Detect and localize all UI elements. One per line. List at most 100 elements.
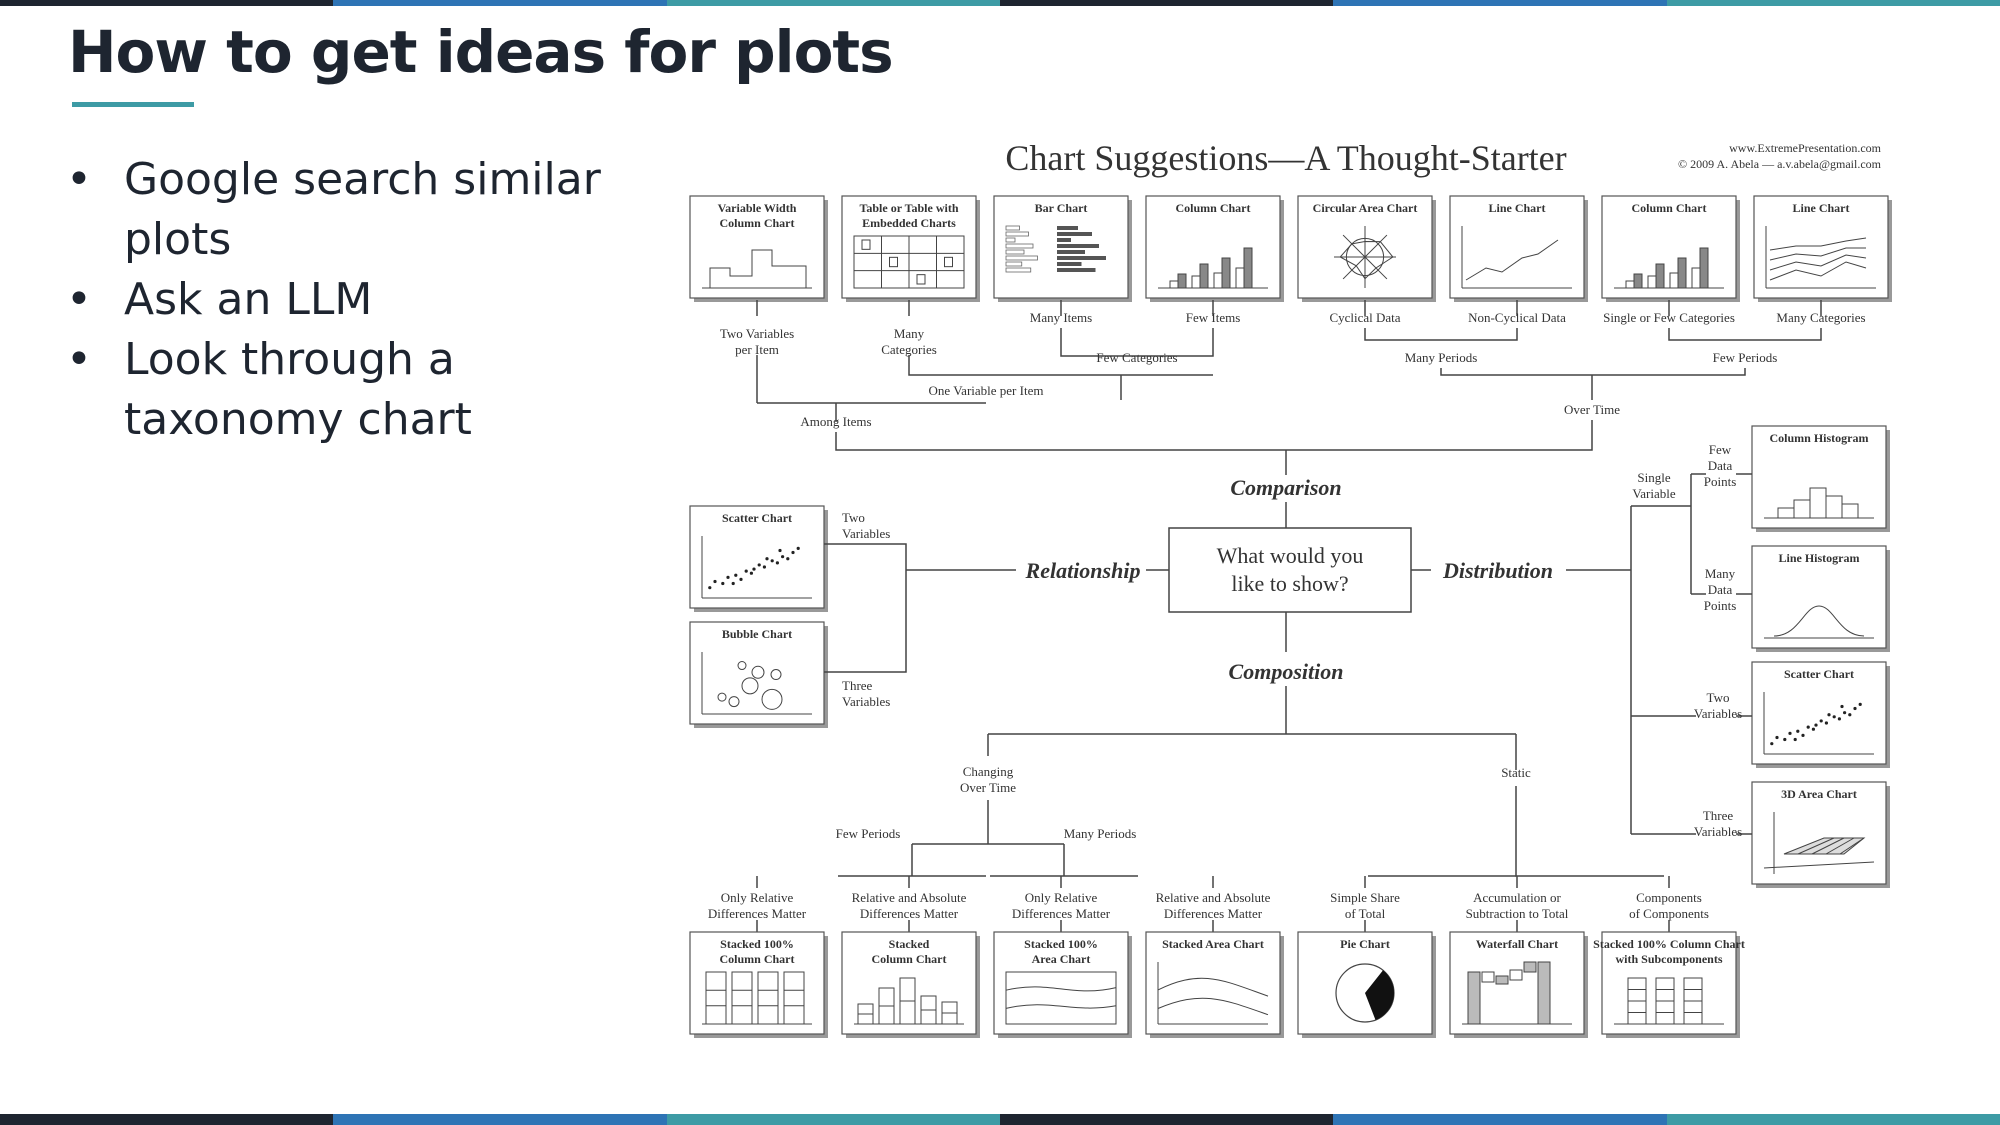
chart-thumbnail-title: 3D Area Chart — [1781, 787, 1857, 801]
branch-label: Few Items — [1186, 310, 1241, 325]
branch-label: Few Periods — [1713, 350, 1778, 365]
chart-thumbnail-title: Line Chart — [1489, 201, 1546, 215]
chart-thumbnail: Column Histogram — [1751, 425, 1890, 532]
diagram-copyright: © 2009 A. Abela — a.v.abela@gmail.com — [1678, 157, 1882, 171]
category-distribution: Distribution — [1442, 558, 1553, 583]
chart-thumbnail: Scatter Chart — [1751, 661, 1890, 768]
category-composition: Composition — [1229, 659, 1344, 684]
chart-thumbnail: Scatter Chart — [689, 505, 828, 612]
branch-label: Cyclical Data — [1329, 310, 1400, 325]
bullet-item: •Ask an LLM — [62, 270, 662, 330]
branch-label: Many Periods — [1064, 826, 1137, 841]
chart-thumbnail-title: Column Chart — [1175, 201, 1250, 215]
chart-thumbnail-title: Circular Area Chart — [1313, 201, 1418, 215]
chart-thumbnail-title: Stacked Area Chart — [1162, 937, 1264, 951]
table-embedded-icon — [853, 235, 965, 289]
branch-label: Few Categories — [1096, 350, 1177, 365]
bullet-list: •Google search similar plots •Ask an LLM… — [62, 150, 662, 450]
branch-label: Among Items — [800, 414, 871, 429]
chart-thumbnail: Stacked Area Chart — [1145, 931, 1284, 1038]
branch-label: Static — [1501, 765, 1531, 780]
chart-thumbnail: Line Chart — [1449, 195, 1588, 302]
branch-label: Few Periods — [836, 826, 901, 841]
3d-area-chart-icon — [1763, 812, 1875, 874]
chart-thumbnail-title: Scatter Chart — [722, 511, 792, 525]
bullet-dot-icon: • — [66, 154, 92, 205]
chart-thumbnail: 3D Area Chart — [1751, 781, 1890, 888]
stacked-100-area-icon — [1005, 971, 1117, 1025]
chart-thumbnail-title: Stacked 100%Column Chart — [719, 937, 794, 966]
chart-thumbnail: Line Chart — [1753, 195, 1892, 302]
bullet-item: •Look through a taxonomy chart — [62, 330, 662, 450]
stacked-subcomponents-icon — [1614, 977, 1724, 1025]
chart-thumbnail-title: Waterfall Chart — [1476, 937, 1558, 951]
chart-thumbnail: Circular Area Chart — [1297, 195, 1436, 302]
chart-thumbnail: Stacked 100%Column Chart — [689, 931, 828, 1038]
slide-title: How to get ideas for plots — [68, 18, 894, 86]
line-chart-icon — [1461, 226, 1572, 289]
chart-thumbnail: Line Histogram — [1751, 545, 1890, 652]
chart-thumbnail: Column Chart — [1145, 195, 1284, 302]
branch-label: Single or Few Categories — [1603, 310, 1735, 325]
chart-thumbnail-title: Column Chart — [1631, 201, 1706, 215]
chart-suggestions-diagram: Chart Suggestions—A Thought-Starter www.E… — [689, 138, 1892, 1038]
bullet-dot-icon: • — [66, 274, 92, 325]
branch-label: Many Categories — [1776, 310, 1865, 325]
scatter-chart-icon — [1763, 692, 1874, 755]
chart-thumbnail: Bar Chart — [993, 195, 1132, 302]
bullet-dot-icon: • — [66, 334, 92, 385]
chart-thumbnail: Column Chart — [1601, 195, 1740, 302]
multi-line-chart-icon — [1765, 226, 1876, 289]
chart-thumbnail: Waterfall Chart — [1449, 931, 1588, 1038]
scatter-chart-icon — [701, 536, 812, 599]
chart-thumbnail-title: Line Chart — [1793, 201, 1850, 215]
chart-thumbnail-title: Bubble Chart — [722, 627, 792, 641]
chart-thumbnail-title: Stacked 100%Area Chart — [1024, 937, 1098, 966]
branch-label: Many Periods — [1405, 350, 1478, 365]
chart-thumbnail-title: Bar Chart — [1035, 201, 1088, 215]
column-histogram-icon — [1764, 487, 1874, 519]
category-relationship: Relationship — [1025, 558, 1141, 583]
branch-label: Non-Cyclical Data — [1468, 310, 1566, 325]
chart-thumbnail-title: Column Histogram — [1770, 431, 1869, 445]
stacked-column-icon — [854, 977, 964, 1025]
chart-thumbnail-title: Pie Chart — [1340, 937, 1390, 951]
line-histogram-icon — [1764, 605, 1874, 639]
diagram-title: Chart Suggestions—A Thought-Starter — [1005, 138, 1566, 178]
top-accent-stripe — [0, 0, 2000, 6]
column-chart-icon — [1614, 247, 1724, 289]
chart-thumbnail-title: Scatter Chart — [1784, 667, 1854, 681]
branch-label: One Variable per Item — [929, 383, 1044, 398]
radar-chart-icon — [1334, 226, 1396, 288]
bar-chart-icon — [1005, 225, 1106, 273]
branch-label: Many Items — [1030, 310, 1092, 325]
stacked-100-column-icon — [702, 971, 812, 1025]
column-chart-icon — [1158, 247, 1268, 289]
variable-width-column-icon — [702, 249, 812, 289]
category-comparison: Comparison — [1230, 475, 1341, 500]
branch-label: Over Time — [1564, 402, 1620, 417]
diagram-source-url: www.ExtremePresentation.com — [1729, 141, 1882, 155]
